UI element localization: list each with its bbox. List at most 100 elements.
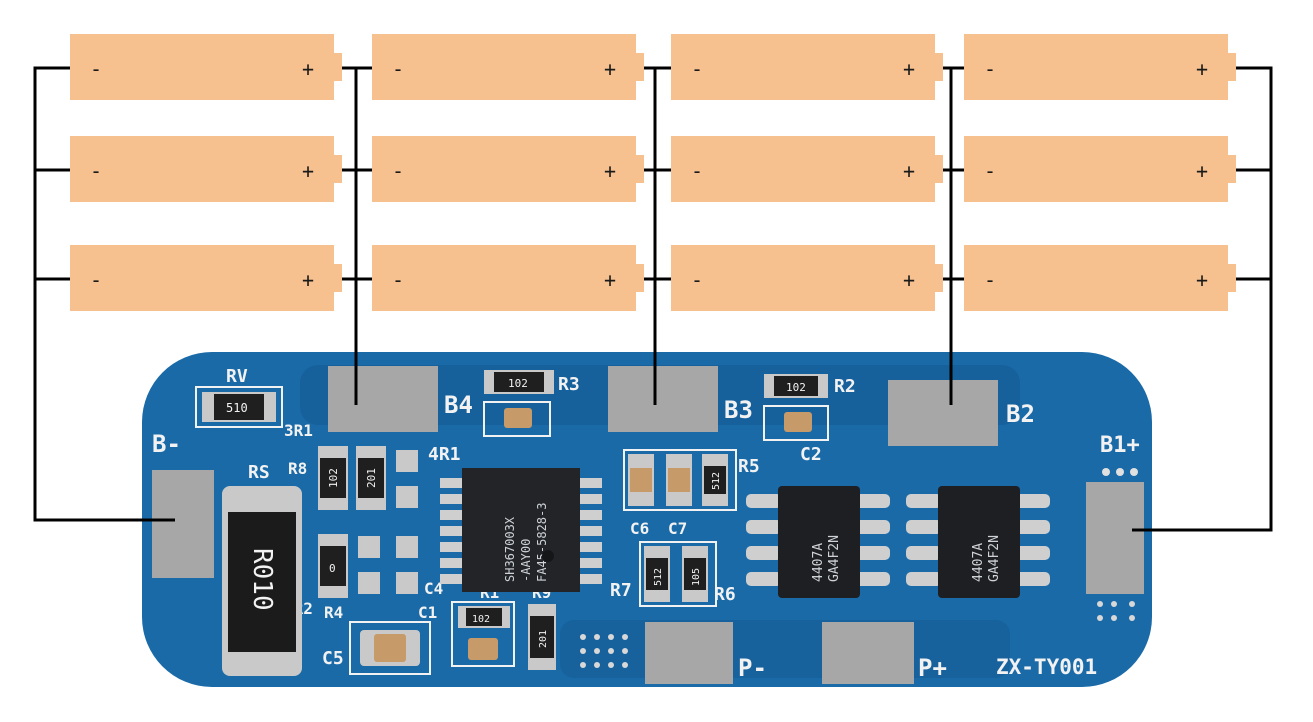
battery-terminal-cap [935, 155, 943, 183]
r5-code: 512 [711, 472, 722, 490]
via [1116, 468, 1124, 476]
pad-label-b1-plus: B1+ [1100, 433, 1140, 458]
r7-label: R7 [610, 580, 632, 601]
component-mosfet-2: 4407A GA4F2N [906, 486, 1050, 598]
label-rs: RS [248, 462, 270, 483]
battery-positive-sign: + [903, 268, 915, 292]
component-r9: R9 201 [528, 583, 556, 670]
c2-label: C2 [800, 444, 822, 465]
battery-positive-sign: + [604, 159, 616, 183]
wire-b1-plus [1132, 66, 1273, 532]
battery-cell: -+ [372, 34, 644, 100]
battery-terminal-cap [636, 264, 644, 292]
battery-body [372, 245, 636, 311]
component-r-201: 201 [356, 446, 386, 510]
component-r3: 102 R3 [483, 370, 580, 437]
battery-body [671, 136, 935, 202]
wire-b3 [640, 66, 671, 405]
battery-cell: -+ [70, 34, 342, 100]
rs-value: R010 [247, 548, 277, 611]
component-r-102: 102 [318, 446, 348, 510]
battery-negative-sign: - [691, 159, 703, 183]
via-grid-left [580, 634, 628, 668]
component-rs-shunt: R010 [222, 486, 302, 676]
wires [33, 66, 1273, 532]
component-mosfet-1: 4407A GA4F2N [746, 486, 890, 598]
wire-b-minus [33, 66, 175, 522]
battery-positive-sign: + [1196, 159, 1208, 183]
pad-label-p-plus: P+ [918, 654, 947, 682]
pad-b4-group: B4 [328, 366, 473, 432]
component-c5: C5 [322, 621, 431, 675]
wire-b2 [940, 66, 964, 405]
ic-line-1: SH367003X [503, 516, 517, 582]
battery-terminal-cap [334, 155, 342, 183]
battery-terminal-cap [1228, 155, 1236, 183]
battery-negative-sign: - [90, 268, 102, 292]
battery-positive-sign: + [604, 57, 616, 81]
component-r1: R1 102 [451, 583, 515, 667]
battery-array: -+-+-+-+-+-+-+-+-+-+-+-+ [70, 34, 1236, 311]
battery-body [671, 34, 935, 100]
pad-p-minus [645, 622, 733, 684]
battery-terminal-cap [1228, 53, 1236, 81]
rv-code: 510 [226, 401, 248, 415]
battery-negative-sign: - [984, 268, 996, 292]
pad-p-minus-group: P- [645, 622, 767, 684]
pad-b2 [888, 380, 998, 446]
via [1130, 468, 1138, 476]
c6-label: C6 [630, 519, 649, 538]
battery-terminal-cap [1228, 264, 1236, 292]
r7-code: 512 [653, 568, 664, 586]
battery-cell: -+ [964, 136, 1236, 202]
pad-label-b4: B4 [444, 391, 473, 419]
pad-p-plus-group: P+ [822, 622, 947, 684]
ic-line-2: -AAY00 [519, 539, 533, 582]
pad-b3-group: B3 [608, 366, 753, 432]
battery-negative-sign: - [392, 268, 404, 292]
battery-body [372, 34, 636, 100]
battery-negative-sign: - [90, 57, 102, 81]
pad-b-minus [152, 470, 214, 578]
battery-body [372, 136, 636, 202]
c5-label: C5 [322, 648, 344, 669]
pad-b2-group: B2 [888, 380, 1035, 446]
r6-code: 105 [691, 568, 702, 586]
r6-label: R6 [714, 584, 736, 605]
c7-label: C7 [668, 519, 687, 538]
mosfet-1-line-1: 4407A [811, 543, 826, 582]
label-r4: R4 [324, 603, 343, 622]
pad-label-p-minus: P- [738, 654, 767, 682]
battery-body [70, 245, 334, 311]
component-pads-right [358, 450, 418, 594]
r-0-code: 0 [329, 562, 336, 575]
rv-label: RV [226, 366, 248, 387]
r2-label: R2 [834, 376, 856, 397]
battery-positive-sign: + [1196, 57, 1208, 81]
battery-cell: -+ [671, 245, 943, 311]
mosfet-2-line-1: 4407A [971, 543, 986, 582]
battery-body [964, 34, 1228, 100]
battery-negative-sign: - [691, 268, 703, 292]
pad-label-b3: B3 [724, 396, 753, 424]
component-r-0: 0 [318, 534, 348, 598]
r3-label: R3 [558, 374, 580, 395]
r2-code: 102 [786, 381, 806, 394]
mosfet-2-line-2: GA4F2N [987, 535, 1002, 582]
pad-b1-plus [1086, 482, 1144, 594]
battery-cell: -+ [372, 136, 644, 202]
battery-body [964, 136, 1228, 202]
battery-negative-sign: - [90, 159, 102, 183]
pad-b1-plus-group: B1+ [1086, 433, 1144, 594]
label-c4: C4 [424, 579, 443, 598]
component-rv: RV 510 [195, 366, 283, 428]
component-r5-c6-c7: 512 R5 C6 C7 [623, 449, 760, 538]
r3-code: 102 [508, 377, 528, 390]
battery-negative-sign: - [392, 159, 404, 183]
label-3r1: 3R1 [284, 421, 313, 440]
pad-b-minus-group: B- [152, 430, 214, 578]
label-4r1: 4R1 [428, 444, 461, 465]
r1-code: 102 [472, 614, 490, 625]
battery-negative-sign: - [984, 57, 996, 81]
